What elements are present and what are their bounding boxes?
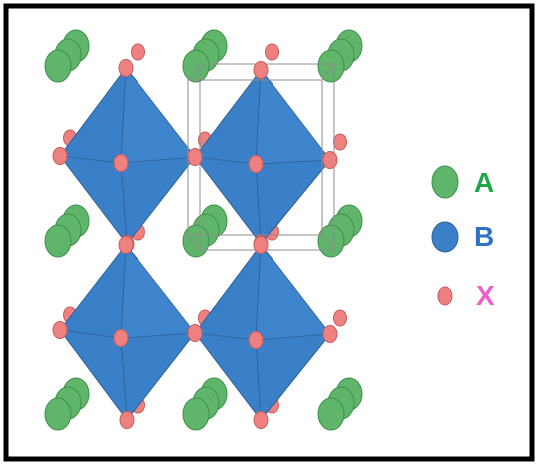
x-site-ion (187, 324, 203, 342)
legend-item-a: A (431, 165, 494, 199)
x-site-ion (333, 133, 347, 151)
front-layer (52, 59, 338, 429)
octahedron-edge (120, 156, 196, 164)
x-site-ion (113, 329, 129, 347)
octahedron-edge (255, 159, 331, 165)
x-site-ion (253, 411, 269, 429)
octahedron-face (121, 68, 195, 163)
octahedron-edge (255, 69, 262, 165)
octahedron-edge (194, 332, 257, 341)
legend-x-sphere-icon (437, 286, 453, 306)
octahedron-face (256, 70, 330, 164)
x-site-ion (322, 325, 338, 343)
a-site-cluster (317, 29, 363, 83)
a-site-cluster (182, 377, 228, 431)
b-site-octahedron (59, 244, 196, 421)
legend-a-label: A (474, 167, 494, 198)
octahedron-edge (120, 244, 127, 339)
legend: A B X (431, 165, 495, 311)
a-site-sphere (317, 397, 345, 431)
legend-b-sphere-icon (431, 221, 459, 253)
legend-x-label: X (476, 280, 495, 311)
a-site-cluster (44, 29, 90, 83)
x-site-ion (253, 61, 269, 79)
unit-cell-edge (321, 63, 335, 81)
x-site-ion (118, 236, 134, 254)
legend-item-b: B (431, 221, 494, 253)
octahedron-edge (120, 67, 127, 164)
x-site-ion (333, 309, 347, 327)
octahedron-face (256, 245, 330, 340)
x-site-ion (248, 155, 264, 173)
octahedron-edge (59, 329, 122, 339)
octahedron-edge (120, 162, 128, 245)
a-site-sphere (317, 49, 345, 83)
unit-cell-outline (187, 63, 335, 251)
a-site-cluster (44, 204, 90, 258)
x-site-ion (113, 154, 129, 172)
x-site-ion (52, 321, 68, 339)
b-site-octahedron (194, 244, 331, 421)
a-site-sphere (44, 397, 72, 431)
octahedron-edge (120, 332, 196, 339)
legend-b-label: B (474, 221, 494, 252)
x-site-ion (118, 59, 134, 77)
octahedron-edge (194, 156, 257, 165)
octahedron-face (121, 245, 195, 338)
unit-cell-edge (187, 63, 201, 81)
octahedron-edge (255, 339, 262, 421)
octahedron-edge (255, 244, 262, 341)
a-site-sphere (44, 224, 72, 258)
unit-cell-edge (321, 234, 335, 251)
x-site-ion (187, 148, 203, 166)
x-site-ion (119, 411, 135, 429)
a-site-sphere (182, 224, 210, 258)
a-site-cluster (317, 377, 363, 431)
octahedron-edge (255, 333, 331, 341)
a-site-sphere (44, 49, 72, 83)
a-site-cluster (182, 29, 228, 83)
x-site-ion (322, 151, 338, 169)
legend-a-sphere-icon (431, 165, 459, 199)
octahedron-edge (255, 163, 262, 245)
legend-item-x: X (437, 280, 495, 311)
unit-cell-edge (187, 234, 201, 251)
x-site-ion (52, 147, 68, 165)
a-site-cluster (44, 377, 90, 431)
x-site-ion (131, 43, 145, 61)
a-site-sphere (182, 397, 210, 431)
x-site-ion (253, 236, 269, 254)
a-site-sphere (182, 49, 210, 83)
a-site-sphere (317, 224, 345, 258)
x-site-ion (248, 331, 264, 349)
x-site-ion (265, 43, 279, 61)
octahedron-edge (120, 337, 128, 421)
octahedron-edge (59, 155, 122, 164)
